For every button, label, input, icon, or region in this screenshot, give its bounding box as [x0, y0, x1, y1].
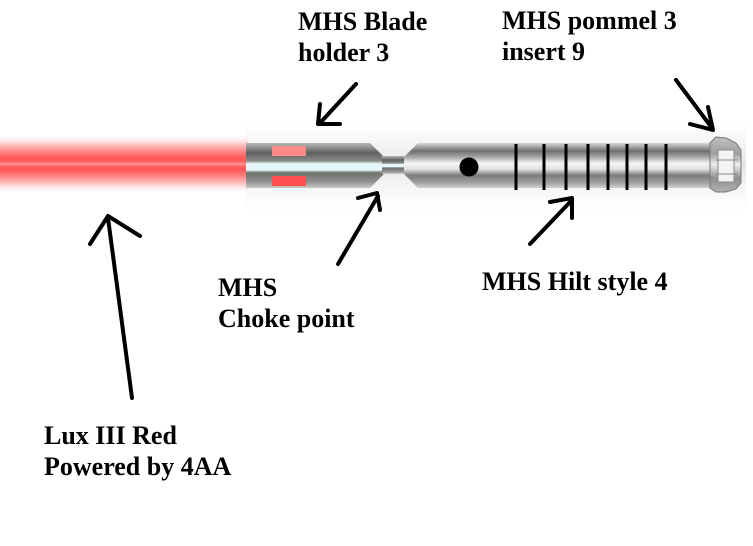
blade-core-lower — [0, 166, 248, 172]
choke-point-label: MHS Choke point — [218, 272, 355, 334]
blade-arrow — [88, 214, 142, 400]
hilt-body — [404, 143, 715, 190]
pommel-label-line1: MHS pommel 3 — [502, 6, 677, 35]
blade-label-line2: Powered by 4AA — [44, 452, 232, 481]
pommel — [709, 136, 742, 193]
hilt-style-arrow — [528, 196, 574, 246]
blade-holder-label: MHS Blade holder 3 — [298, 6, 427, 68]
emitter-window-top — [272, 146, 306, 156]
grip-rings — [514, 144, 668, 190]
pommel-arrow — [674, 78, 715, 132]
blade-holder-label-line1: MHS Blade — [298, 7, 428, 36]
blade-holder-arrow — [316, 82, 358, 126]
blade-label: Lux III Red Powered by 4AA — [44, 420, 231, 482]
blade-holder-label-line2: holder 3 — [298, 38, 390, 67]
pommel-label: MHS pommel 3 insert 9 — [502, 5, 677, 67]
blade — [0, 134, 248, 194]
hilt-taper — [404, 143, 432, 188]
activation-button — [459, 157, 479, 177]
choke-point-label-line1: MHS — [218, 273, 278, 302]
choke-neck — [382, 156, 408, 174]
hilt-style-label-line1: MHS Hilt style 4 — [482, 267, 668, 296]
emitter-taper — [356, 143, 384, 188]
blade-holder — [246, 143, 384, 188]
emitter-window-bottom — [272, 176, 306, 186]
choke-point — [382, 156, 408, 174]
blade-glow — [0, 134, 248, 194]
blade-label-line1: Lux III Red — [44, 421, 177, 450]
pommel-label-line2: insert 9 — [502, 37, 586, 66]
hilt-style-label: MHS Hilt style 4 — [482, 266, 668, 297]
pommel-insert — [717, 149, 735, 183]
choke-point-label-line2: Choke point — [218, 304, 355, 333]
choke-point-arrow — [336, 191, 382, 266]
blade-core-upper — [0, 156, 248, 162]
